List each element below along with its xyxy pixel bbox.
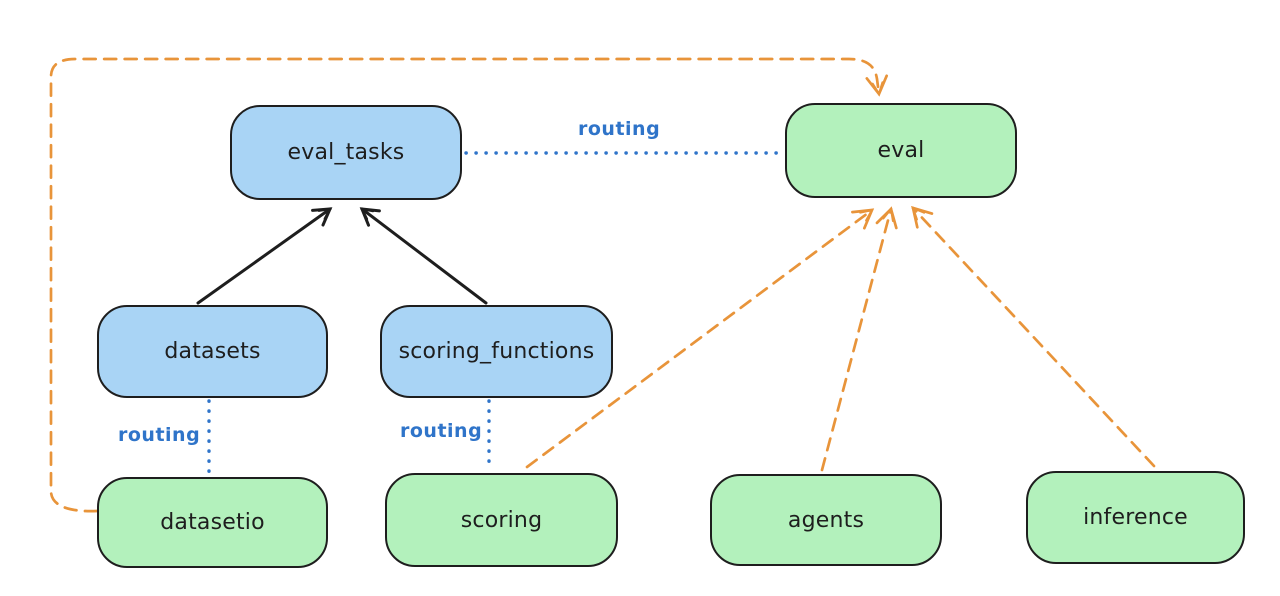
node-eval-tasks: eval_tasks (230, 105, 462, 200)
node-scoring-label: scoring (460, 507, 543, 533)
node-datasetio-label: datasetio (160, 510, 265, 535)
node-datasets-label: datasets (164, 339, 261, 364)
node-datasetio: datasetio (97, 477, 328, 568)
node-eval: eval (785, 103, 1017, 198)
node-agents-label: agents (787, 507, 865, 533)
edge-label-routing-scoring: routing (400, 420, 483, 442)
node-scoring: scoring (385, 473, 618, 567)
edge-label-routing-datasets: routing (118, 424, 201, 446)
node-scoring-functions-label: scoring_functions (398, 339, 595, 364)
edge-scoring-eval-arrow (525, 208, 875, 469)
edge-inference-eval-arrow (911, 206, 1156, 468)
edge-scoringfunctions-evaltasks-arrow (359, 207, 488, 305)
node-inference: inference (1026, 471, 1245, 564)
node-inference-label: inference (1083, 505, 1188, 530)
edge-agents-eval-arrow (820, 206, 898, 472)
node-eval-label: eval (877, 138, 925, 163)
edge-datasets-evaltasks-arrow (196, 207, 333, 305)
node-datasets: datasets (97, 305, 328, 398)
node-scoring-functions: scoring_functions (380, 305, 613, 398)
node-eval-tasks-label: eval_tasks (287, 140, 405, 165)
edge-datasetio-eval-arrow (49, 57, 889, 513)
node-agents: agents (710, 474, 942, 566)
edge-label-routing-top: routing (578, 118, 661, 140)
